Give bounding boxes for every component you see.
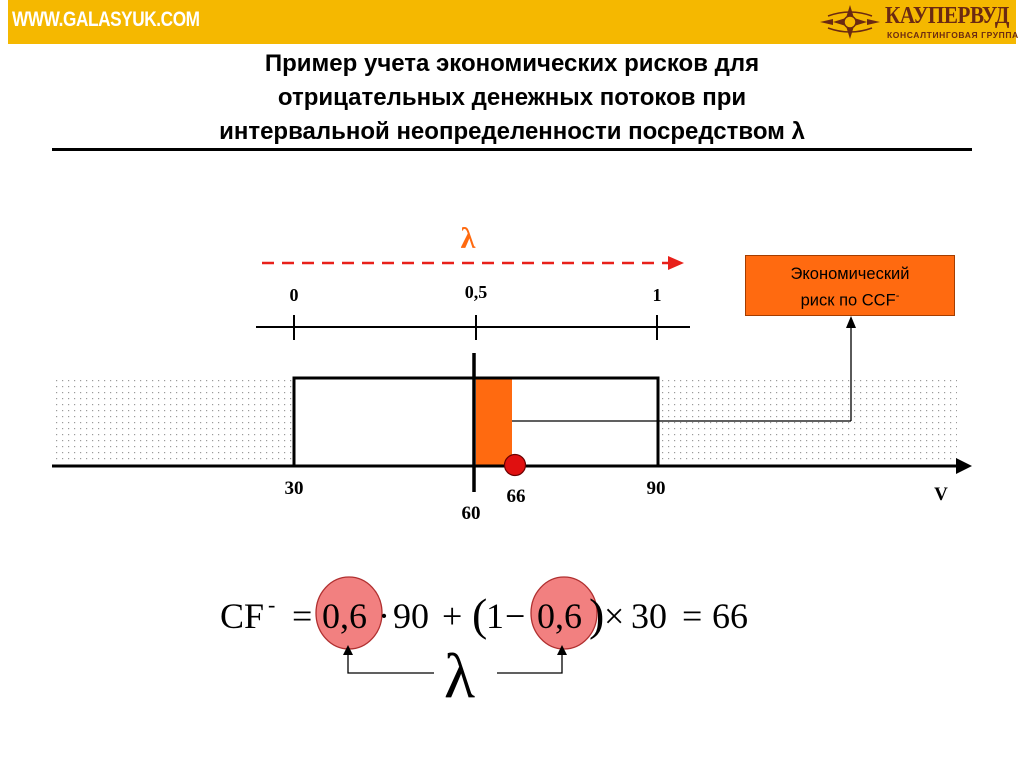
lambda-tick-05: 0,5 — [465, 282, 488, 302]
lambda-bracket-left-head — [343, 645, 353, 655]
formula-lambda-value-1: 0,6 — [322, 596, 367, 636]
lambda-bracket-left — [347, 653, 434, 674]
formula-lambda-symbol: λ — [444, 640, 475, 711]
formula-equals-1: = — [292, 596, 312, 636]
value-tick-60: 60 — [462, 503, 481, 524]
formula-thirty: 30 — [631, 596, 667, 636]
lambda-arrow-head — [668, 256, 684, 270]
company-logo — [820, 5, 880, 39]
site-url[interactable]: WWW.GALASYUK.COM — [12, 8, 200, 31]
value-tick-30: 30 — [285, 478, 304, 499]
lambda-tick-0: 0 — [290, 285, 299, 305]
page-title-line-1: Пример учета экономических рисков для — [264, 50, 760, 77]
title-underline — [52, 148, 972, 151]
lambda-tick-1: 1 — [653, 285, 662, 305]
formula-equals-2: = — [682, 596, 702, 636]
formula-left-paren: ( — [472, 589, 487, 640]
formula-times: × — [604, 596, 624, 636]
value-axis-arrow-head — [956, 458, 972, 474]
formula-lhs-sup: - — [268, 592, 275, 617]
logo-name: КАУПЕРВУД — [885, 3, 1009, 29]
note-line-2: риск по CCF — [800, 291, 896, 310]
formula-right-paren: ) — [589, 589, 604, 640]
note-superscript: - — [895, 290, 900, 302]
lambda-bracket-right — [497, 653, 563, 674]
formula-ninety: 90 — [393, 596, 429, 636]
risk-region — [476, 379, 512, 466]
value-tick-66: 66 — [507, 486, 526, 507]
formula-plus: + — [442, 596, 462, 636]
lambda-label: λ — [461, 222, 476, 255]
formula-one: 1 — [486, 596, 504, 636]
logo-subtitle: КОНСАЛТИНГОВАЯ ГРУППА — [887, 30, 1019, 40]
value-axis-label: V — [934, 484, 948, 505]
formula-minus: − — [505, 596, 525, 636]
formula-dot: · — [378, 596, 390, 636]
formula-lambda-value-2: 0,6 — [537, 596, 582, 636]
economic-risk-note: Экономический риск по CCF- — [745, 255, 955, 316]
page-title-line-3: интервальной неопределенности посредство… — [219, 118, 805, 145]
formula-result: 66 — [712, 596, 748, 636]
cf-marker-dot — [503, 453, 527, 477]
page-title-line-2: отрицательных денежных потоков при — [277, 84, 747, 111]
logo-compass-icon — [820, 5, 880, 39]
note-line-1: Экономический — [790, 265, 910, 283]
connector-arrow-head — [846, 316, 856, 328]
formula-lhs: CF — [220, 596, 264, 636]
lambda-bracket-right-head — [557, 645, 567, 655]
value-tick-90: 90 — [647, 478, 666, 499]
